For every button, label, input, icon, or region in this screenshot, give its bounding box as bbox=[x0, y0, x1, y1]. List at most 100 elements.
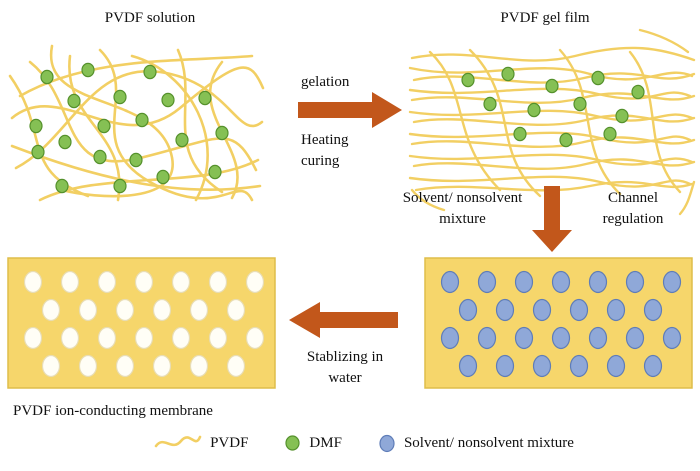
pvdf-chain bbox=[558, 48, 622, 196]
water-channel-oval bbox=[23, 270, 43, 294]
water-channel-oval bbox=[78, 354, 98, 378]
solvent-oval bbox=[625, 270, 645, 294]
pvdf-chain bbox=[408, 175, 692, 188]
solvent-oval bbox=[477, 270, 497, 294]
water-channel-oval bbox=[23, 326, 43, 350]
solvent-oval bbox=[569, 298, 589, 322]
solvent-oval bbox=[495, 298, 515, 322]
pvdf-chain bbox=[49, 44, 174, 198]
solvent-oval bbox=[551, 270, 571, 294]
solvent-oval bbox=[514, 270, 534, 294]
label-heating-curing: Heating curing bbox=[301, 132, 349, 169]
title-pvdf-solution: PVDF solution bbox=[104, 10, 196, 26]
dmf-dot bbox=[573, 96, 587, 112]
water-channel-oval bbox=[97, 326, 117, 350]
pvdf-chain bbox=[410, 188, 446, 212]
solvent-dot-icon bbox=[379, 434, 395, 452]
pvdf-chain bbox=[408, 153, 694, 166]
stabilizing-arrow bbox=[289, 302, 398, 338]
dmf-dot bbox=[215, 125, 229, 141]
dmf-dot bbox=[113, 178, 127, 194]
dmf-dot bbox=[175, 132, 189, 148]
solvent-oval bbox=[532, 354, 552, 378]
water-channel-oval bbox=[60, 326, 80, 350]
solvent-oval bbox=[588, 270, 608, 294]
solvent-ovals bbox=[440, 270, 682, 378]
solvent-oval bbox=[514, 326, 534, 350]
pvdf-chain bbox=[468, 48, 542, 198]
legend-label-pvdf: PVDF bbox=[210, 434, 249, 451]
dmf-dot bbox=[559, 132, 573, 148]
water-channel-oval bbox=[208, 270, 228, 294]
water-channel-oval bbox=[171, 326, 191, 350]
pvdf-chain bbox=[408, 66, 694, 81]
water-channel-oval bbox=[78, 298, 98, 322]
pvdf-chain bbox=[130, 54, 209, 202]
water-channel-oval bbox=[115, 354, 135, 378]
water-channel-oval bbox=[189, 298, 209, 322]
legend-label-dmf: DMF bbox=[309, 434, 342, 451]
solvent-oval bbox=[643, 298, 663, 322]
solvent-oval bbox=[477, 326, 497, 350]
legend-item-pvdf: PVDF bbox=[154, 433, 248, 453]
water-channel-oval bbox=[41, 354, 61, 378]
dmf-dot bbox=[208, 164, 222, 180]
dmf-dots-gel bbox=[461, 66, 645, 148]
title-pvdf-gel-film: PVDF gel film bbox=[500, 10, 590, 26]
dmf-dot bbox=[81, 62, 95, 78]
label-channel-regulation: Channel regulation bbox=[602, 190, 664, 227]
legend-item-dmf: DMF bbox=[284, 434, 342, 452]
dmf-dot bbox=[29, 118, 43, 134]
dmf-dot bbox=[161, 92, 175, 108]
solvent-oval bbox=[440, 326, 460, 350]
water-channel-oval bbox=[245, 326, 265, 350]
solvent-oval bbox=[440, 270, 460, 294]
dmf-dot bbox=[461, 72, 475, 88]
dmf-dot bbox=[501, 66, 515, 82]
legend-item-solvent: Solvent/ nonsolvent mixture bbox=[378, 434, 574, 453]
pvdf-chain bbox=[410, 46, 696, 62]
pvdf-chain bbox=[10, 66, 265, 127]
pvdf-chain bbox=[408, 131, 692, 144]
pvdf-chain bbox=[678, 180, 696, 216]
dmf-dot bbox=[483, 96, 497, 112]
dmf-dot bbox=[545, 78, 559, 94]
water-channel-oval bbox=[226, 298, 246, 322]
pvdf-chain bbox=[412, 158, 696, 170]
water-channel-oval bbox=[226, 354, 246, 378]
solvent-oval bbox=[606, 354, 626, 378]
pvdf-chain bbox=[408, 109, 694, 122]
pvdf-chain bbox=[410, 136, 696, 148]
dmf-dot bbox=[93, 149, 107, 165]
water-channel-oval bbox=[97, 270, 117, 294]
dmf-dot-icon bbox=[285, 435, 301, 451]
pvdf-chain bbox=[628, 50, 682, 194]
water-channel-oval bbox=[134, 270, 154, 294]
solvent-oval bbox=[569, 354, 589, 378]
legend: PVDF DMF Solvent/ nonsolvent mixture bbox=[0, 433, 700, 453]
solvent-oval bbox=[625, 326, 645, 350]
dmf-dot bbox=[113, 89, 127, 105]
solvent-oval bbox=[662, 270, 682, 294]
solvent-oval bbox=[643, 354, 663, 378]
dmf-dot bbox=[135, 112, 149, 128]
dmf-dot bbox=[631, 84, 645, 100]
water-channel-oval bbox=[245, 270, 265, 294]
label-stabilizing-in-water: Stablizing in water bbox=[306, 349, 384, 386]
dmf-dot bbox=[55, 178, 69, 194]
dmf-dot bbox=[603, 126, 617, 142]
pvdf-chain bbox=[18, 54, 254, 98]
dmf-dot bbox=[97, 118, 111, 134]
title-membrane: PVDF ion-conducting membrane bbox=[13, 403, 213, 419]
dmf-dot bbox=[198, 90, 212, 106]
solvent-oval bbox=[458, 298, 478, 322]
dmf-dot bbox=[67, 93, 81, 109]
solvent-oval bbox=[662, 326, 682, 350]
water-channel-ovals bbox=[23, 270, 265, 378]
solvent-oval bbox=[551, 326, 571, 350]
pvdf-chain bbox=[428, 50, 502, 192]
solvent-oval bbox=[495, 354, 515, 378]
solvent-oval bbox=[532, 298, 552, 322]
dmf-dot bbox=[527, 102, 541, 118]
